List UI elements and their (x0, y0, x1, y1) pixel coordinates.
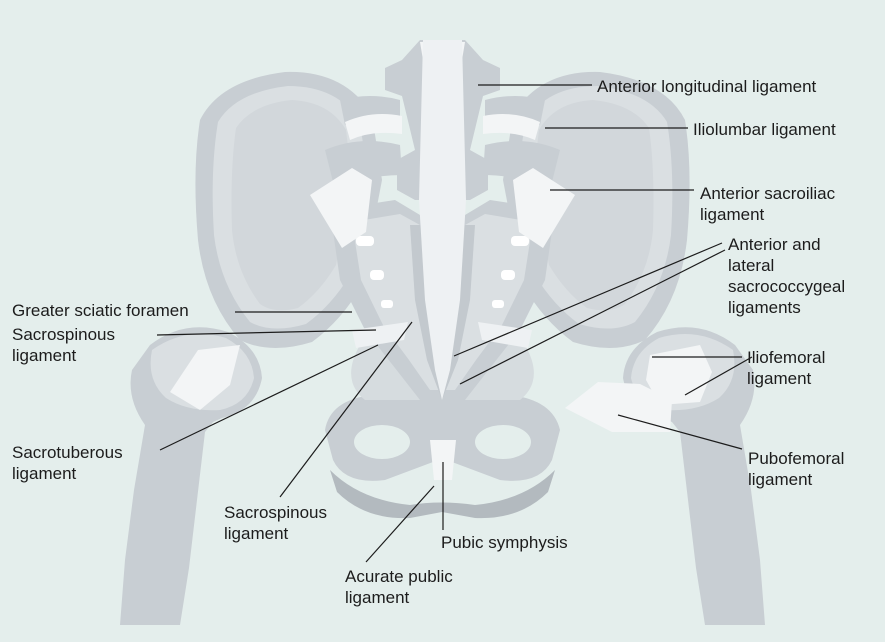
label-sacrospinous-ligament-bottom: Sacrospinous ligament (224, 502, 327, 544)
label-iliolumbar-ligament: Iliolumbar ligament (693, 119, 836, 140)
label-anterior-longitudinal-ligament: Anterior longitudinal ligament (597, 76, 816, 97)
label-sacrospinous-ligament-left: Sacrospinous ligament (12, 324, 115, 366)
label-pubofemoral-ligament: Pubofemoral ligament (748, 448, 844, 490)
label-pubic-symphysis: Pubic symphysis (441, 532, 568, 553)
label-sacrotuberous-ligament: Sacrotuberous ligament (12, 442, 123, 484)
left-obturator-foramen (354, 425, 410, 459)
label-iliofemoral-ligament: Iliofemoral ligament (747, 347, 825, 389)
label-anterior-sacroiliac-ligament: Anterior sacroiliac ligament (700, 183, 835, 225)
label-greater-sciatic-foramen: Greater sciatic foramen (12, 300, 189, 321)
label-anterior-lateral-sacrococcygeal-ligaments: Anterior and lateral sacrococcygeal liga… (728, 234, 845, 318)
right-obturator-foramen (475, 425, 531, 459)
label-acurate-public-ligament: Acurate public ligament (345, 566, 453, 608)
